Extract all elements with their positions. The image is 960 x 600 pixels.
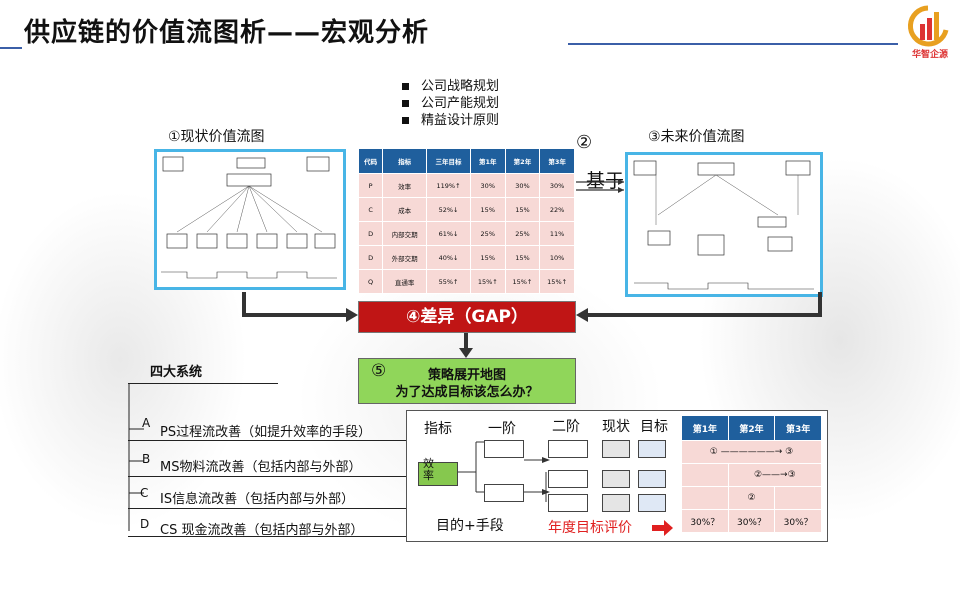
kpi-header: 代码 xyxy=(357,148,384,174)
kpi-header: 第2年 xyxy=(504,148,541,174)
system-letter: D xyxy=(140,517,150,531)
current-box xyxy=(602,440,630,458)
basis-number: ② xyxy=(576,132,593,153)
planning-bullets: 公司战略规划 公司产能规划 精益设计原则 xyxy=(402,78,499,129)
purpose-label: 目的+手段 xyxy=(436,518,504,534)
annual-eval-arrow-icon xyxy=(652,520,673,536)
target-box xyxy=(638,440,666,458)
col-current: 现状 xyxy=(602,419,630,435)
kpi-header: 指标 xyxy=(382,148,428,174)
page-title: 供应链的价值流图析——宏观分析 xyxy=(24,18,430,48)
table-row: ① ——————→ ③ xyxy=(681,440,822,464)
level2-box xyxy=(548,470,588,488)
level1-box xyxy=(484,440,524,458)
flow-arrows xyxy=(242,292,822,358)
system-divider xyxy=(128,536,406,537)
four-systems-bracket xyxy=(128,383,144,531)
col-indicator: 指标 xyxy=(424,421,452,437)
system-item: IS信息流改善（包括内部与外部） xyxy=(160,492,355,507)
system-letter: B xyxy=(142,452,151,466)
gap-box: ④差异（GAP） xyxy=(358,301,576,333)
system-item: MS物料流改善（包括内部与外部） xyxy=(160,460,362,475)
col-level2: 二阶 xyxy=(552,419,580,435)
target-box xyxy=(638,494,666,512)
kpi-header: 第3年 xyxy=(539,148,575,174)
level1-box xyxy=(484,484,524,502)
bullet-item: 精益设计原则 xyxy=(402,112,499,129)
table-row: 30%？30%？30%？ xyxy=(681,509,822,533)
current-vsm-label: ①现状价值流图 xyxy=(168,129,265,145)
strategy-tree-lines xyxy=(458,441,550,502)
strategy-question: 为了达成目标该怎么办？ xyxy=(395,385,539,400)
four-systems-rule xyxy=(128,383,278,384)
year-header: 第2年 xyxy=(727,415,776,441)
year-table: 第1年 第2年 第3年 ① ——————→ ③ ②——→③ ② 30%？30%？… xyxy=(681,415,823,533)
strategy-number: ⑤ xyxy=(371,361,387,381)
system-letter: A xyxy=(142,416,151,430)
title-rule-right xyxy=(568,43,898,45)
annual-eval-label: 年度目标评价 xyxy=(548,520,632,536)
current-box xyxy=(602,470,630,488)
year-header: 第3年 xyxy=(774,415,822,441)
table-row: ② xyxy=(681,486,822,510)
current-box xyxy=(602,494,630,512)
system-item: PS过程流改善（如提升效率的手段） xyxy=(160,425,372,440)
title-rule-left xyxy=(0,47,22,49)
system-divider xyxy=(128,476,406,477)
future-vsm-label: ③未来价值流图 xyxy=(648,129,745,145)
basis-arrows xyxy=(576,179,624,193)
strategy-title: 策略展开地图 xyxy=(427,368,506,383)
current-vsm-image xyxy=(154,149,346,290)
bullet-item: 公司产能规划 xyxy=(402,95,499,112)
table-row: ②——→③ xyxy=(681,463,823,487)
system-divider xyxy=(128,508,406,509)
level2-box xyxy=(548,494,588,512)
kpi-header: 三年目标 xyxy=(426,148,471,174)
company-logo xyxy=(907,5,949,47)
system-divider xyxy=(128,440,406,441)
system-letter: C xyxy=(140,486,149,500)
logo-text: 华智企源 xyxy=(911,50,948,60)
year-header: 第1年 xyxy=(681,415,729,441)
kpi-header: 第1年 xyxy=(469,148,506,174)
col-target: 目标 xyxy=(640,419,668,435)
efficiency-label: 效率 xyxy=(423,457,434,482)
four-systems-title: 四大系统 xyxy=(150,365,203,380)
system-item: CS 现金流改善（包括内部与外部） xyxy=(160,523,364,538)
bullet-item: 公司战略规划 xyxy=(402,78,499,95)
target-box xyxy=(638,470,666,488)
future-vsm-image xyxy=(625,152,823,297)
strategy-map-box: ⑤ 策略展开地图 为了达成目标该怎么办？ xyxy=(358,358,576,404)
basis-text: 基于 xyxy=(586,170,625,192)
col-level1: 一阶 xyxy=(488,421,516,437)
efficiency-box xyxy=(418,462,458,486)
level2-box xyxy=(548,440,588,458)
